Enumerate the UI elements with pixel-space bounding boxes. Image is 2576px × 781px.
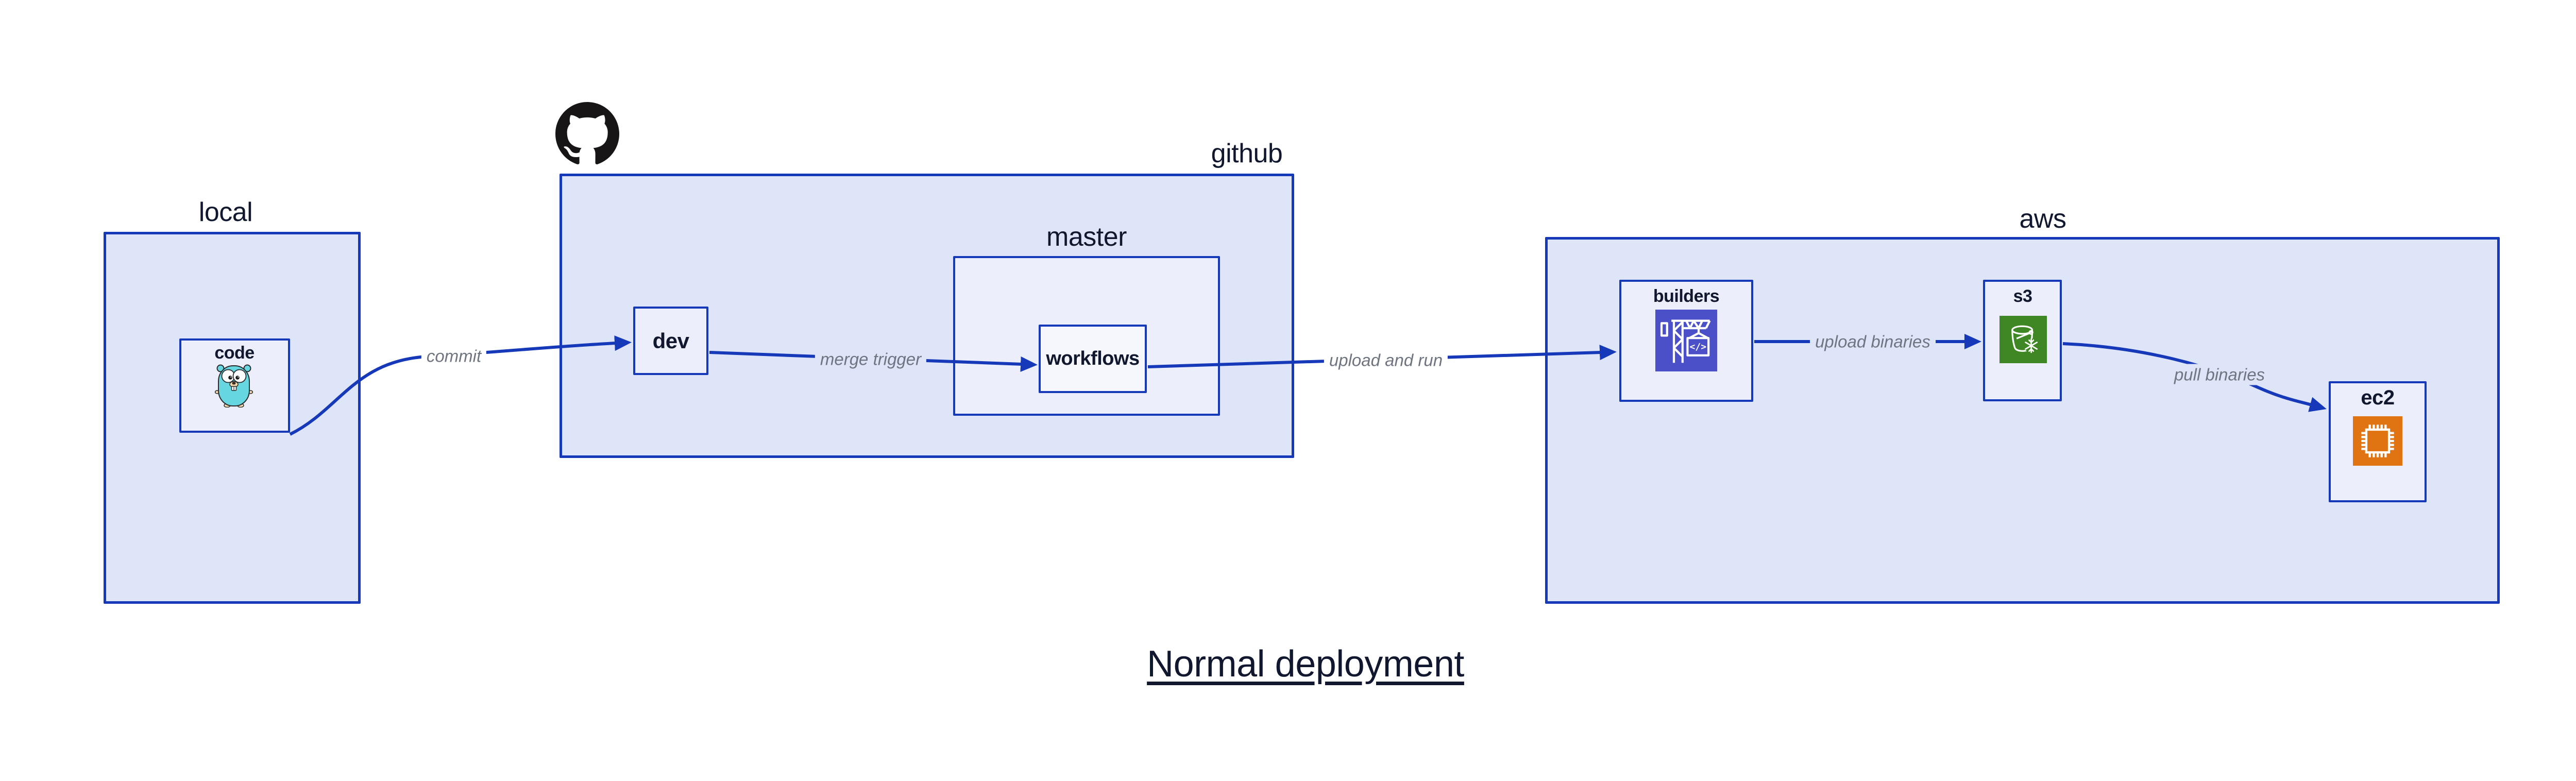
s3-glacier-bucket-icon	[1999, 316, 2047, 363]
code-label: code	[214, 343, 255, 363]
diagram-title: Normal deployment	[1147, 643, 1464, 685]
node-workflows	[1039, 325, 1147, 393]
github-label: github	[1211, 139, 1283, 168]
go-gopher-icon	[215, 364, 253, 408]
builders-label: builders	[1653, 286, 1720, 306]
svg-text:</>: </>	[1690, 342, 1707, 352]
s3-label: s3	[2013, 286, 2032, 306]
edge-label-merge-trigger: merge trigger	[815, 348, 927, 370]
codebuild-crane-icon: </>	[1655, 310, 1717, 371]
edge-label-upload-binaries: upload binaries	[1810, 331, 1936, 352]
workflows-label: workflows	[1046, 348, 1140, 369]
master-label: master	[1046, 222, 1127, 252]
node-builders	[1619, 280, 1753, 402]
ec2-label: ec2	[2361, 386, 2395, 409]
edge-label-upload-and-run: upload and run	[1324, 349, 1448, 371]
github-octocat-icon	[555, 102, 619, 164]
edge-label-commit: commit	[421, 345, 487, 367]
aws-label: aws	[2019, 204, 2066, 234]
dev-label: dev	[652, 328, 689, 353]
edge-label-pull-binaries: pull binaries	[2168, 364, 2270, 385]
node-dev	[633, 307, 708, 375]
local-label: local	[198, 197, 253, 227]
ec2-chip-icon	[2353, 416, 2402, 466]
